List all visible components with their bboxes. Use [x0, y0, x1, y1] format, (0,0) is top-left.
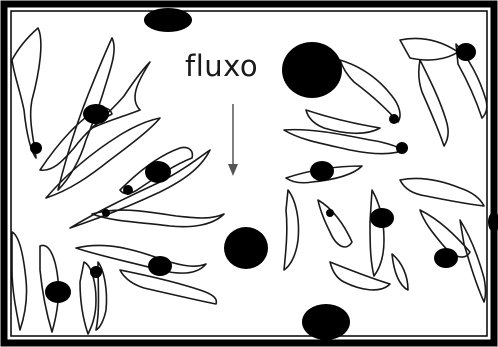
particle — [45, 281, 71, 303]
particle — [396, 142, 408, 154]
dendrite — [330, 262, 390, 290]
dendrite — [12, 28, 41, 158]
particle — [83, 104, 109, 124]
particle — [144, 8, 192, 32]
particle — [145, 161, 171, 183]
dendrite — [392, 254, 408, 290]
particle — [434, 248, 458, 268]
dendrite — [306, 110, 380, 133]
dendrite — [460, 220, 486, 302]
particle — [224, 227, 268, 269]
particle — [282, 42, 342, 98]
dendrite — [12, 232, 27, 330]
particle — [310, 161, 334, 181]
dendrite — [70, 150, 210, 228]
dendrite — [318, 200, 352, 247]
particle — [456, 43, 476, 61]
flow-label: fluxo — [185, 52, 258, 81]
particle — [90, 266, 102, 278]
dendrite — [400, 178, 484, 206]
dendrite — [370, 190, 384, 276]
particle — [326, 209, 334, 217]
particle — [102, 209, 110, 217]
particle — [302, 304, 350, 340]
flow-arrow — [228, 104, 238, 176]
dendrite — [120, 270, 216, 304]
particle — [370, 208, 394, 228]
particle — [148, 256, 172, 276]
particle — [389, 114, 399, 124]
particle — [30, 142, 42, 154]
particle — [123, 185, 133, 195]
dendrite — [400, 39, 458, 61]
dendrite — [284, 190, 299, 270]
particle — [488, 212, 498, 232]
dendrite — [340, 60, 400, 122]
dendrite — [419, 60, 448, 146]
